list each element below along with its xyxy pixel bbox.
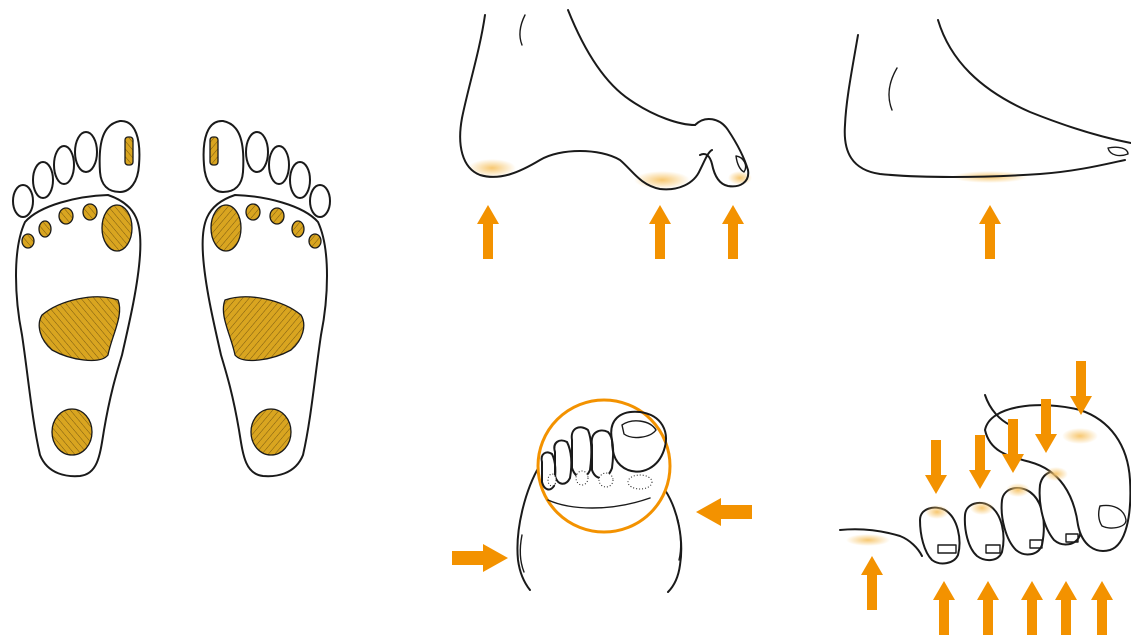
knuckle-glow-5 <box>1062 428 1098 444</box>
forefoot-shading-right <box>678 520 681 560</box>
sole-pressure-arrow <box>979 205 1001 259</box>
corn-spot-3 <box>599 473 613 487</box>
up-arrow-1 <box>861 556 883 610</box>
flat-foot-top <box>938 20 1131 143</box>
knuckle-glow-2 <box>970 501 994 515</box>
left-heel-pad <box>52 409 92 455</box>
right-met-pad-5 <box>309 234 321 248</box>
ball-pressure-arrow <box>649 205 671 259</box>
knuckle-glow-1 <box>925 505 949 519</box>
down-arrow-5 <box>1070 361 1092 415</box>
claw-toe-side-view <box>460 10 752 259</box>
plantar-pressure-map <box>13 121 330 476</box>
down-arrow-2 <box>969 435 991 489</box>
up-arrow-6 <box>1091 581 1113 635</box>
left-met-pad-5 <box>22 234 34 248</box>
corn-spot-1 <box>548 474 556 486</box>
claw-ankle-line <box>520 15 525 45</box>
right-heel-pad <box>251 409 291 455</box>
toe-front-view-compression <box>452 400 752 592</box>
side-compression-arrow-right <box>696 498 752 526</box>
right-met-pad-3 <box>270 208 284 224</box>
upward-pressure-arrows <box>861 556 1113 635</box>
down-arrow-1 <box>925 440 947 494</box>
side-compression-arrow-left <box>452 544 508 572</box>
right-footprint <box>203 121 330 476</box>
right-met-pad-4 <box>292 221 304 237</box>
flat-foot-toe-nail <box>1108 147 1128 155</box>
flat-foot-side-view <box>845 20 1131 259</box>
right-big-toe-pad <box>210 137 218 165</box>
forefoot-right-side <box>665 490 681 592</box>
left-toe-4 <box>33 162 53 198</box>
right-met-pad-2 <box>246 204 260 220</box>
right-toe-2 <box>246 132 268 172</box>
corn-spot-4 <box>628 475 652 489</box>
knuckle-glow-4 <box>1044 467 1068 481</box>
left-met-pad-4 <box>39 221 51 237</box>
toe-pressure-arrow <box>722 205 744 259</box>
left-met-pad-1 <box>102 205 132 251</box>
left-footprint <box>13 121 140 476</box>
left-toe-2 <box>75 132 97 172</box>
up-arrow-3 <box>977 581 999 635</box>
flat-ankle-line <box>889 68 897 110</box>
right-toe-5 <box>310 185 330 217</box>
right-met-pad-1 <box>211 205 241 251</box>
toe-side-view-compression <box>840 361 1130 635</box>
zoom-circle <box>538 400 670 532</box>
right-toe-4 <box>290 162 310 198</box>
left-big-toe-pad <box>125 137 133 165</box>
corn-spot-2 <box>576 471 588 485</box>
right-toe-3 <box>269 146 289 184</box>
left-toe-3 <box>54 146 74 184</box>
left-met-pad-2 <box>83 204 97 220</box>
forefoot-sole-glow <box>846 534 890 546</box>
left-toe-5 <box>13 185 33 217</box>
knuckle-glow-3 <box>1006 483 1030 497</box>
heel-pressure-arrow <box>477 205 499 259</box>
up-arrow-4 <box>1021 581 1043 635</box>
forefoot-shading-left <box>520 535 524 572</box>
claw-foot-top <box>568 10 695 125</box>
left-met-pad-3 <box>59 208 73 224</box>
small-toe-3 <box>1002 488 1044 554</box>
flat-foot-outline <box>845 35 1125 177</box>
up-arrow-2 <box>933 581 955 635</box>
up-arrow-5 <box>1055 581 1077 635</box>
forefoot-left-side <box>517 465 540 590</box>
